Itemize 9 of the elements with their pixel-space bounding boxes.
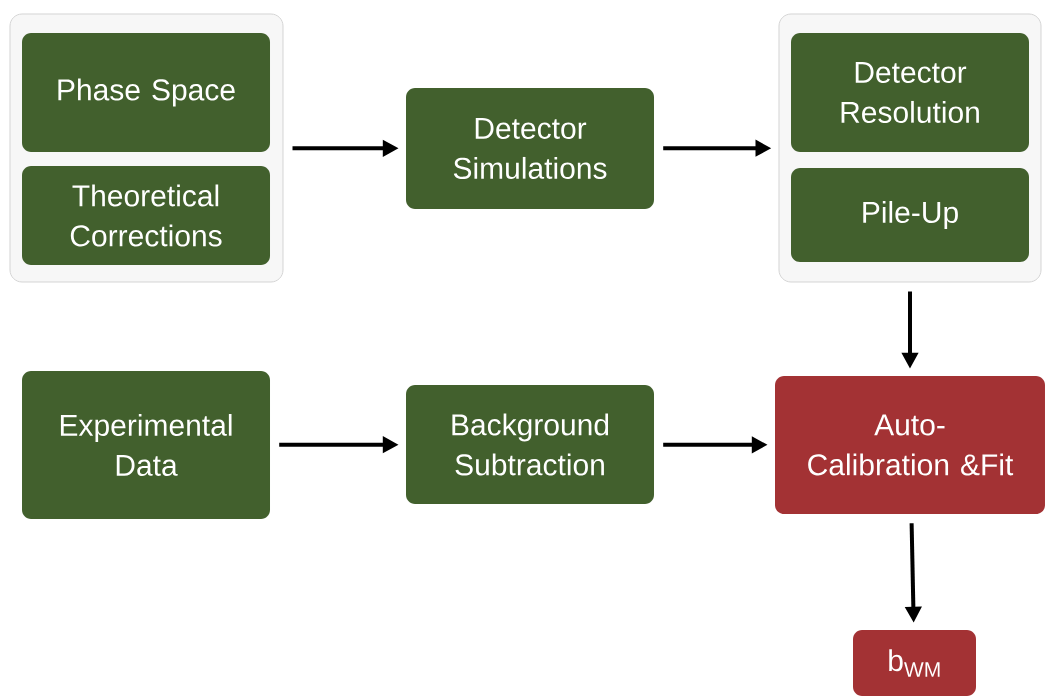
process-box: Background Subtraction xyxy=(406,385,654,504)
process-box: Theoretical Corrections xyxy=(22,166,270,265)
process-box: Experimental Data xyxy=(22,371,270,519)
result-box: b$_{WM}$ xyxy=(853,630,976,696)
result-box: Auto-Calibration &Fit xyxy=(775,376,1045,514)
process-box: Detector Resolution xyxy=(791,33,1029,152)
process-box: Phase Space xyxy=(22,33,270,152)
process-box: Pile-Up xyxy=(791,168,1029,262)
process-box: Detector Simulations xyxy=(406,88,654,209)
